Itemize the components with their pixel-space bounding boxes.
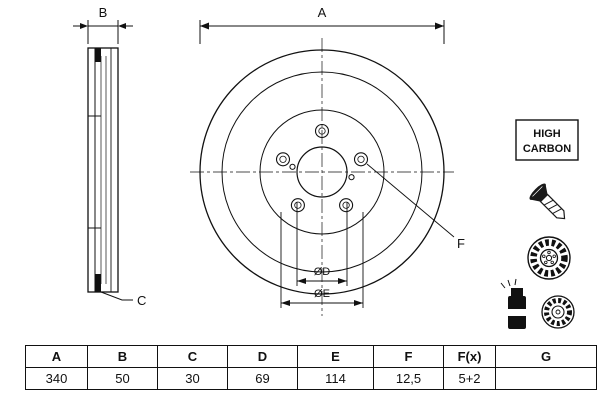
dimension-b <box>73 20 133 44</box>
dimension-a <box>199 20 445 44</box>
spec-table-header-row: A B C D E F F(x) G <box>25 345 597 368</box>
header-cell-a: A <box>25 345 88 368</box>
header-cell-e: E <box>297 345 374 368</box>
header-cell-f: F <box>373 345 444 368</box>
countersunk-screw-icon <box>529 183 566 220</box>
front-view <box>190 38 454 316</box>
value-cell-e: 114 <box>297 367 374 390</box>
dim-c-label: C <box>137 293 146 308</box>
value-cell-d: 69 <box>227 367 298 390</box>
value-cell-fx: 5+2 <box>443 367 496 390</box>
dimension-f-leader <box>366 163 455 238</box>
dim-a-label: A <box>318 5 327 20</box>
spray-can-icon <box>500 278 526 329</box>
bolt-holes <box>275 123 369 213</box>
header-cell-d: D <box>227 345 298 368</box>
dim-d-label: ØD <box>314 266 331 278</box>
brake-disc-small-icon <box>541 295 575 329</box>
header-cell-fx: F(x) <box>443 345 496 368</box>
value-cell-a: 340 <box>25 367 88 390</box>
friction-surface-circle <box>221 71 423 273</box>
header-cell-g: G <box>495 345 597 368</box>
high-carbon-line2: CARBON <box>523 143 571 155</box>
brake-disc-drawing: A B C <box>73 5 579 329</box>
technical-drawing: A B C <box>25 5 597 390</box>
spec-table: A B C D E F F(x) G 340 50 30 69 114 12,5… <box>25 345 597 390</box>
dimension-e <box>280 212 364 308</box>
header-cell-b: B <box>87 345 158 368</box>
outer-diameter-circle <box>199 49 445 295</box>
center-bore-circle <box>296 146 348 198</box>
header-cell-c: C <box>157 345 228 368</box>
value-cell-c: 30 <box>157 367 228 390</box>
spec-table-value-row: 340 50 30 69 114 12,5 5+2 <box>25 367 597 390</box>
brake-disc-icon <box>527 236 571 280</box>
value-cell-g <box>495 367 597 390</box>
high-carbon-line1: HIGH <box>533 128 561 140</box>
dim-b-label: B <box>99 5 108 20</box>
value-cell-f: 12,5 <box>373 367 444 390</box>
dim-e-label: ØE <box>314 288 330 300</box>
value-cell-b: 50 <box>87 367 158 390</box>
dimension-c-leader <box>100 291 133 301</box>
dim-f-label: F <box>457 236 465 251</box>
dimension-d <box>296 202 348 286</box>
side-view <box>87 47 119 293</box>
high-carbon-badge: HIGH CARBON <box>515 119 579 161</box>
hub-flange-circle <box>259 109 385 235</box>
pin-holes <box>289 163 355 181</box>
